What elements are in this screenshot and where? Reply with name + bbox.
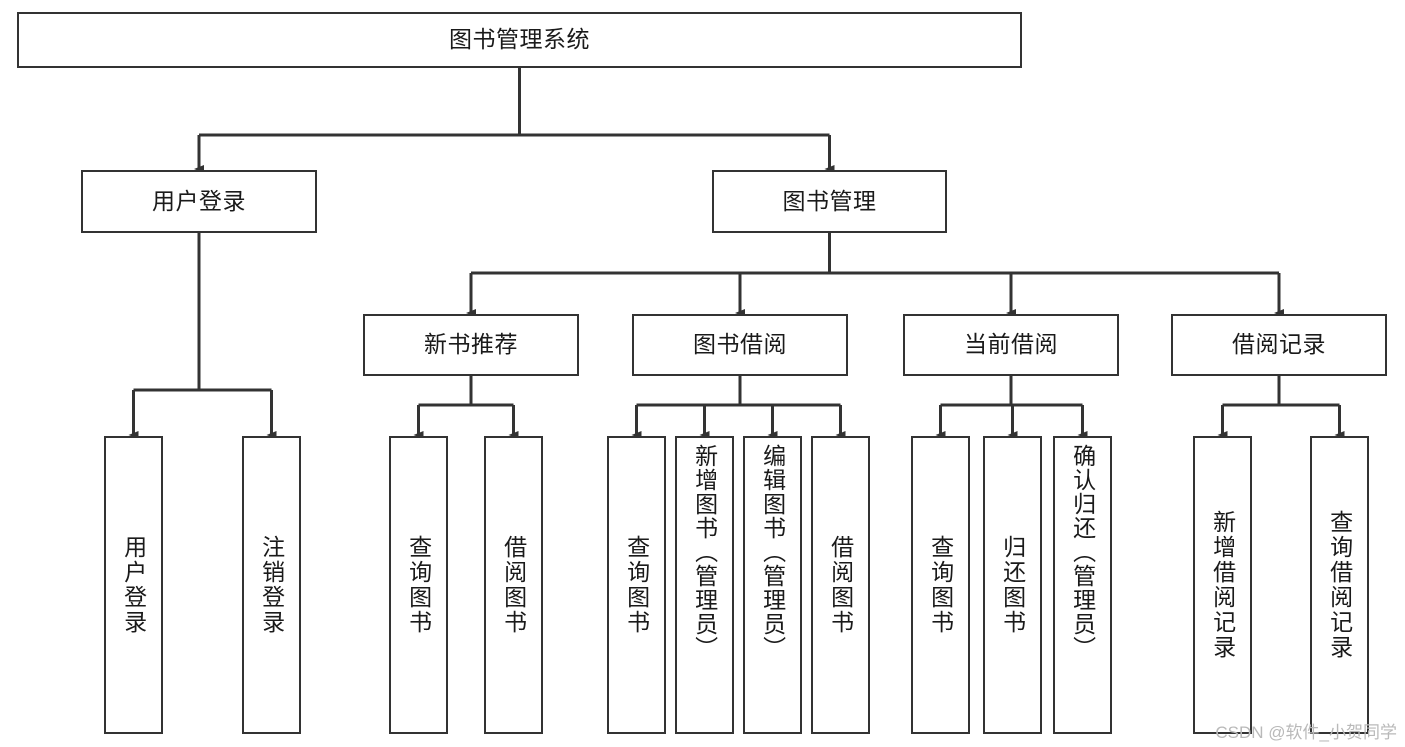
node-user-login-label: 用户登录 (152, 187, 246, 214)
leaf-borrow-edit-book[interactable]: 编辑图书（管理员） (743, 436, 802, 734)
leaf-borrow-lend-book-label: 借阅图书 (827, 535, 854, 635)
node-book-manage[interactable]: 图书管理 (712, 170, 947, 233)
node-new-book-recommend-label: 新书推荐 (424, 331, 518, 358)
leaf-record-search-label: 查询借阅记录 (1326, 510, 1353, 660)
leaf-current-return-book[interactable]: 归还图书 (983, 436, 1042, 734)
node-root[interactable]: 图书管理系统 (17, 12, 1022, 68)
leaf-borrow-add-book-label: 新增图书（管理员） (691, 444, 718, 660)
leaf-user-login-label: 用户登录 (120, 535, 147, 635)
node-book-manage-label: 图书管理 (782, 187, 877, 214)
leaf-recommend-query-book[interactable]: 查询图书 (389, 436, 448, 734)
node-root-label: 图书管理系统 (449, 26, 590, 53)
node-borrow-record-label: 借阅记录 (1232, 331, 1326, 358)
leaf-current-query-book-label: 查询图书 (927, 535, 954, 635)
leaf-record-add-label: 新增借阅记录 (1209, 510, 1236, 660)
node-book-borrow[interactable]: 图书借阅 (632, 314, 848, 376)
leaf-current-confirm-return-label: 确认归还（管理员） (1069, 444, 1096, 660)
leaf-borrow-query-book[interactable]: 查询图书 (607, 436, 666, 734)
node-current-borrow-label: 当前借阅 (964, 331, 1058, 358)
leaf-borrow-edit-book-label: 编辑图书（管理员） (759, 444, 786, 660)
leaf-user-logout-label: 注销登录 (258, 535, 285, 635)
node-current-borrow[interactable]: 当前借阅 (903, 314, 1119, 376)
leaf-record-search[interactable]: 查询借阅记录 (1310, 436, 1369, 734)
leaf-current-return-book-label: 归还图书 (999, 535, 1026, 635)
leaf-user-logout[interactable]: 注销登录 (242, 436, 301, 734)
leaf-current-query-book[interactable]: 查询图书 (911, 436, 970, 734)
leaf-recommend-borrow-book-label: 借阅图书 (500, 535, 527, 635)
node-borrow-record[interactable]: 借阅记录 (1171, 314, 1387, 376)
leaf-recommend-query-book-label: 查询图书 (405, 535, 432, 635)
leaf-user-login[interactable]: 用户登录 (104, 436, 163, 734)
leaf-recommend-borrow-book[interactable]: 借阅图书 (484, 436, 543, 734)
leaf-current-confirm-return[interactable]: 确认归还（管理员） (1053, 436, 1112, 734)
leaf-borrow-add-book[interactable]: 新增图书（管理员） (675, 436, 734, 734)
node-user-login[interactable]: 用户登录 (81, 170, 317, 233)
node-new-book-recommend[interactable]: 新书推荐 (363, 314, 579, 376)
leaf-borrow-query-book-label: 查询图书 (623, 535, 650, 635)
node-book-borrow-label: 图书借阅 (693, 331, 787, 358)
leaf-record-add[interactable]: 新增借阅记录 (1193, 436, 1252, 734)
leaf-borrow-lend-book[interactable]: 借阅图书 (811, 436, 870, 734)
